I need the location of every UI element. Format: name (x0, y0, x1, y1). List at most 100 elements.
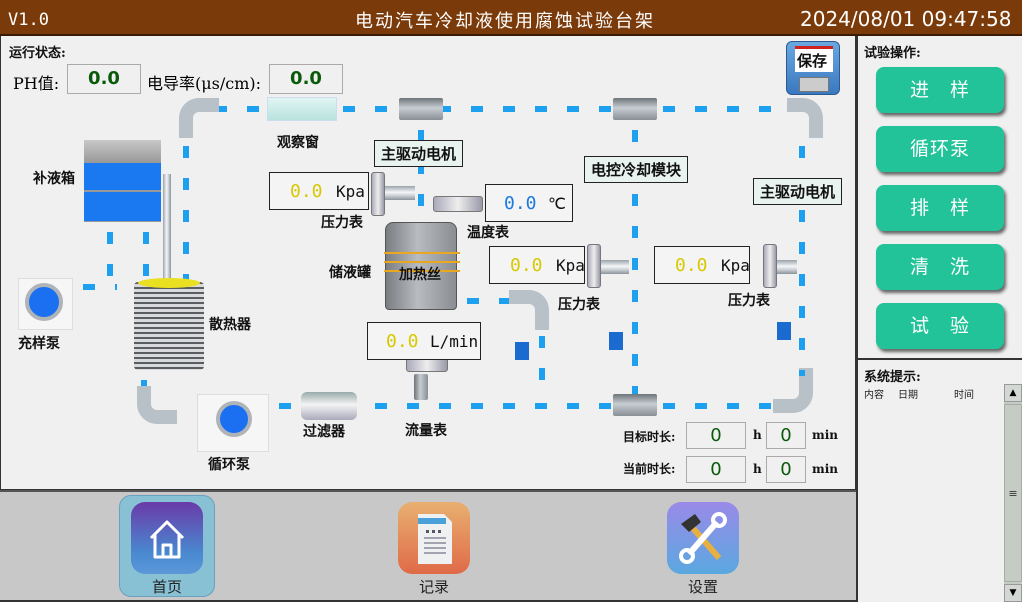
temperature-value: 0.0 (504, 193, 537, 214)
current-hours-value: 0 (686, 456, 746, 483)
pressure-gauge-1-label: 压力表 (321, 215, 363, 231)
fan-icon (25, 283, 63, 321)
circulation-pump-button[interactable]: 循环泵 (876, 126, 1004, 172)
flow-unit: L/min (430, 332, 479, 351)
pipe-reservoir-down (535, 326, 549, 400)
nav-home-button[interactable] (131, 502, 203, 574)
fan-icon (216, 401, 252, 437)
target-hours-value[interactable]: 0 (686, 422, 746, 449)
drain-sample-button[interactable]: 排 样 (876, 185, 1004, 231)
clean-button[interactable]: 清 洗 (876, 244, 1004, 290)
pipe-ecu-branch (628, 120, 642, 400)
target-minutes-value[interactable]: 0 (766, 422, 806, 449)
conductivity-value: 0.0 (269, 64, 343, 94)
current-duration-label: 当前时长: (623, 462, 676, 476)
operations-title: 试验操作: (864, 46, 921, 61)
pipe-tank-to-radiator (139, 222, 153, 292)
save-button[interactable]: 保存 (786, 41, 840, 95)
valve-icon[interactable] (515, 342, 529, 360)
pipe-left-riser (179, 136, 193, 311)
pipe-right-riser (795, 136, 809, 376)
nav-records-button[interactable] (398, 502, 470, 574)
pipe-motor-branch (414, 120, 428, 230)
refill-tank-cap (84, 140, 161, 162)
pressure-1-value: 0.0 (290, 181, 323, 202)
pressure-2-unit: Kpa (556, 256, 585, 275)
target-h-unit: h (753, 428, 762, 442)
sample-in-button[interactable]: 进 样 (876, 67, 1004, 113)
nav-records-label: 记录 (418, 578, 449, 596)
refill-tank (84, 162, 161, 222)
reservoir-tank (384, 222, 460, 310)
filter-label: 过滤器 (303, 424, 345, 440)
process-diagram-panel: 运行状态: PH值: 0.0 电导率(μs/cm): 0.0 保存 观察窗 补液… (0, 36, 856, 490)
radiator (134, 278, 204, 370)
heater-label: 加热丝 (399, 267, 441, 283)
pipe-tee (613, 98, 657, 120)
datetime-display: 2024/08/01 09:47:58 (800, 7, 1012, 31)
conductivity-label: 电导率(μs/cm): (147, 74, 262, 93)
ph-label: PH值: (13, 74, 60, 93)
pressure-3-readout: 0.0 Kpa (654, 246, 750, 284)
filter (301, 392, 357, 420)
save-button-label: 保存 (797, 52, 828, 70)
scroll-thumb[interactable]: ≡ (1004, 404, 1022, 582)
target-min-unit: min (812, 428, 838, 442)
app-title: 电动汽车冷却液使用腐蚀试验台架 (355, 11, 655, 32)
pressure-2-value: 0.0 (510, 255, 543, 276)
version-label: V1.0 (8, 10, 49, 30)
pipe-gauge-stub (383, 186, 415, 200)
pressure-gauge-1 (371, 172, 385, 216)
sight-window-label: 观察窗 (277, 135, 319, 151)
pipe-elbow (773, 368, 813, 413)
pipe-elbow (787, 98, 823, 138)
pressure-gauge-3-label: 压力表 (728, 293, 770, 309)
floppy-label-area: 保存 (795, 46, 833, 72)
temperature-readout: 0.0 ℃ (485, 184, 573, 222)
title-bar: V1.0 电动汽车冷却液使用腐蚀试验台架 2024/08/01 09:47:58 (0, 0, 1022, 36)
valve-icon[interactable] (609, 332, 623, 350)
sight-window (267, 97, 337, 121)
target-duration-label: 目标时长: (623, 430, 676, 444)
floppy-icon (799, 77, 829, 92)
scroll-up-icon[interactable]: ▲ (1004, 384, 1022, 402)
pressure-gauge-2 (587, 244, 601, 288)
circulation-pump-label: 循环泵 (208, 457, 250, 473)
refill-tank-label: 补液箱 (33, 171, 75, 187)
document-icon (418, 514, 452, 564)
temperature-gauge (433, 196, 483, 212)
pipe-gauge-stub (599, 260, 629, 274)
pressure-1-unit: Kpa (336, 182, 365, 201)
bottom-navigation: 首页 记录 设置 (0, 490, 856, 602)
messages-scrollbar[interactable]: ▲ ≡ ▼ (1004, 384, 1022, 602)
current-h-unit: h (753, 462, 762, 476)
nav-settings-label: 设置 (687, 578, 718, 596)
pipe-tank-to-pump (103, 222, 117, 282)
column-content: 内容 (864, 390, 884, 401)
pressure-3-value: 0.0 (675, 255, 708, 276)
radiator-label: 散热器 (209, 317, 251, 333)
scroll-down-icon[interactable]: ▼ (1004, 584, 1022, 602)
pipe-bottom (269, 399, 789, 413)
system-messages-panel: 系统提示: 内容 日期 时间 ▲ ≡ ▼ (856, 358, 1022, 602)
ph-value: 0.0 (67, 64, 141, 94)
pipe-tee (613, 394, 657, 416)
pressure-2-readout: 0.0 Kpa (489, 246, 585, 284)
tools-icon (679, 512, 727, 564)
fill-pump (18, 278, 73, 330)
pressure-gauge-3 (763, 244, 777, 288)
flowmeter-tee (414, 374, 428, 400)
test-button[interactable]: 试 验 (876, 303, 1004, 349)
ecu-cooling-label: 电控冷却模块 (584, 156, 689, 183)
pipe-elbow (509, 290, 549, 330)
pipe-pump-to-tank (73, 280, 117, 294)
home-icon (149, 520, 185, 559)
flow-value: 0.0 (386, 331, 419, 352)
pipe-elbow (137, 386, 177, 424)
pressure-gauge-2-label: 压力表 (558, 297, 600, 313)
flow-readout: 0.0 L/min (367, 322, 481, 360)
column-time: 时间 (954, 390, 974, 401)
valve-icon[interactable] (777, 322, 791, 340)
column-date: 日期 (898, 390, 918, 401)
nav-settings-button[interactable] (667, 502, 739, 574)
